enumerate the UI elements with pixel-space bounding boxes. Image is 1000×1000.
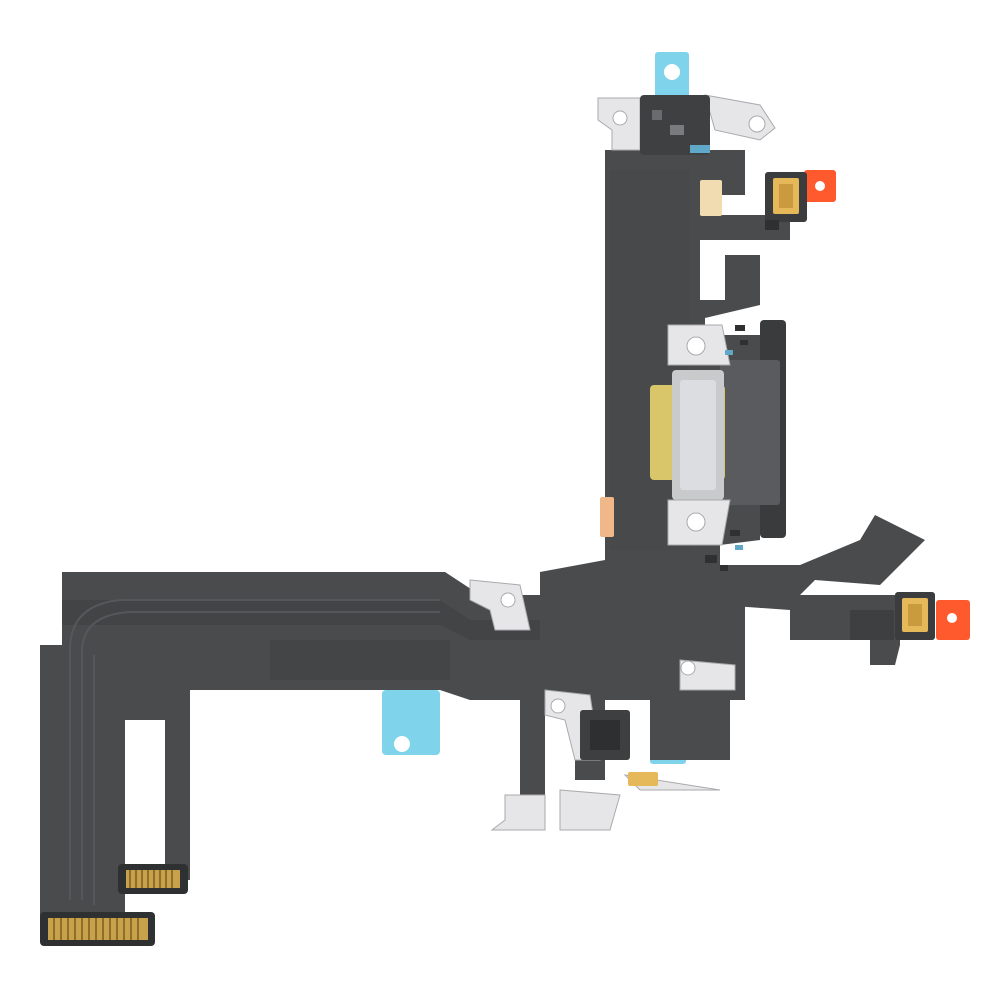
component-chip [580,710,658,786]
microphone-icon [765,172,807,222]
adhesive-tab-icon [655,52,689,98]
adhesive-tab-icon [804,170,836,202]
copper-pads [600,180,722,537]
metal-bracket-icon [469,579,736,831]
adhesive-tab-icon [936,600,970,640]
board-connector-icon [118,864,188,894]
board-connector-icon [40,912,155,946]
microphone-icon [850,592,935,640]
charging-port-icon [650,320,786,546]
smd-components [705,220,779,571]
metal-bracket-icon [597,94,776,155]
adhesive-tab-icon [382,690,440,755]
